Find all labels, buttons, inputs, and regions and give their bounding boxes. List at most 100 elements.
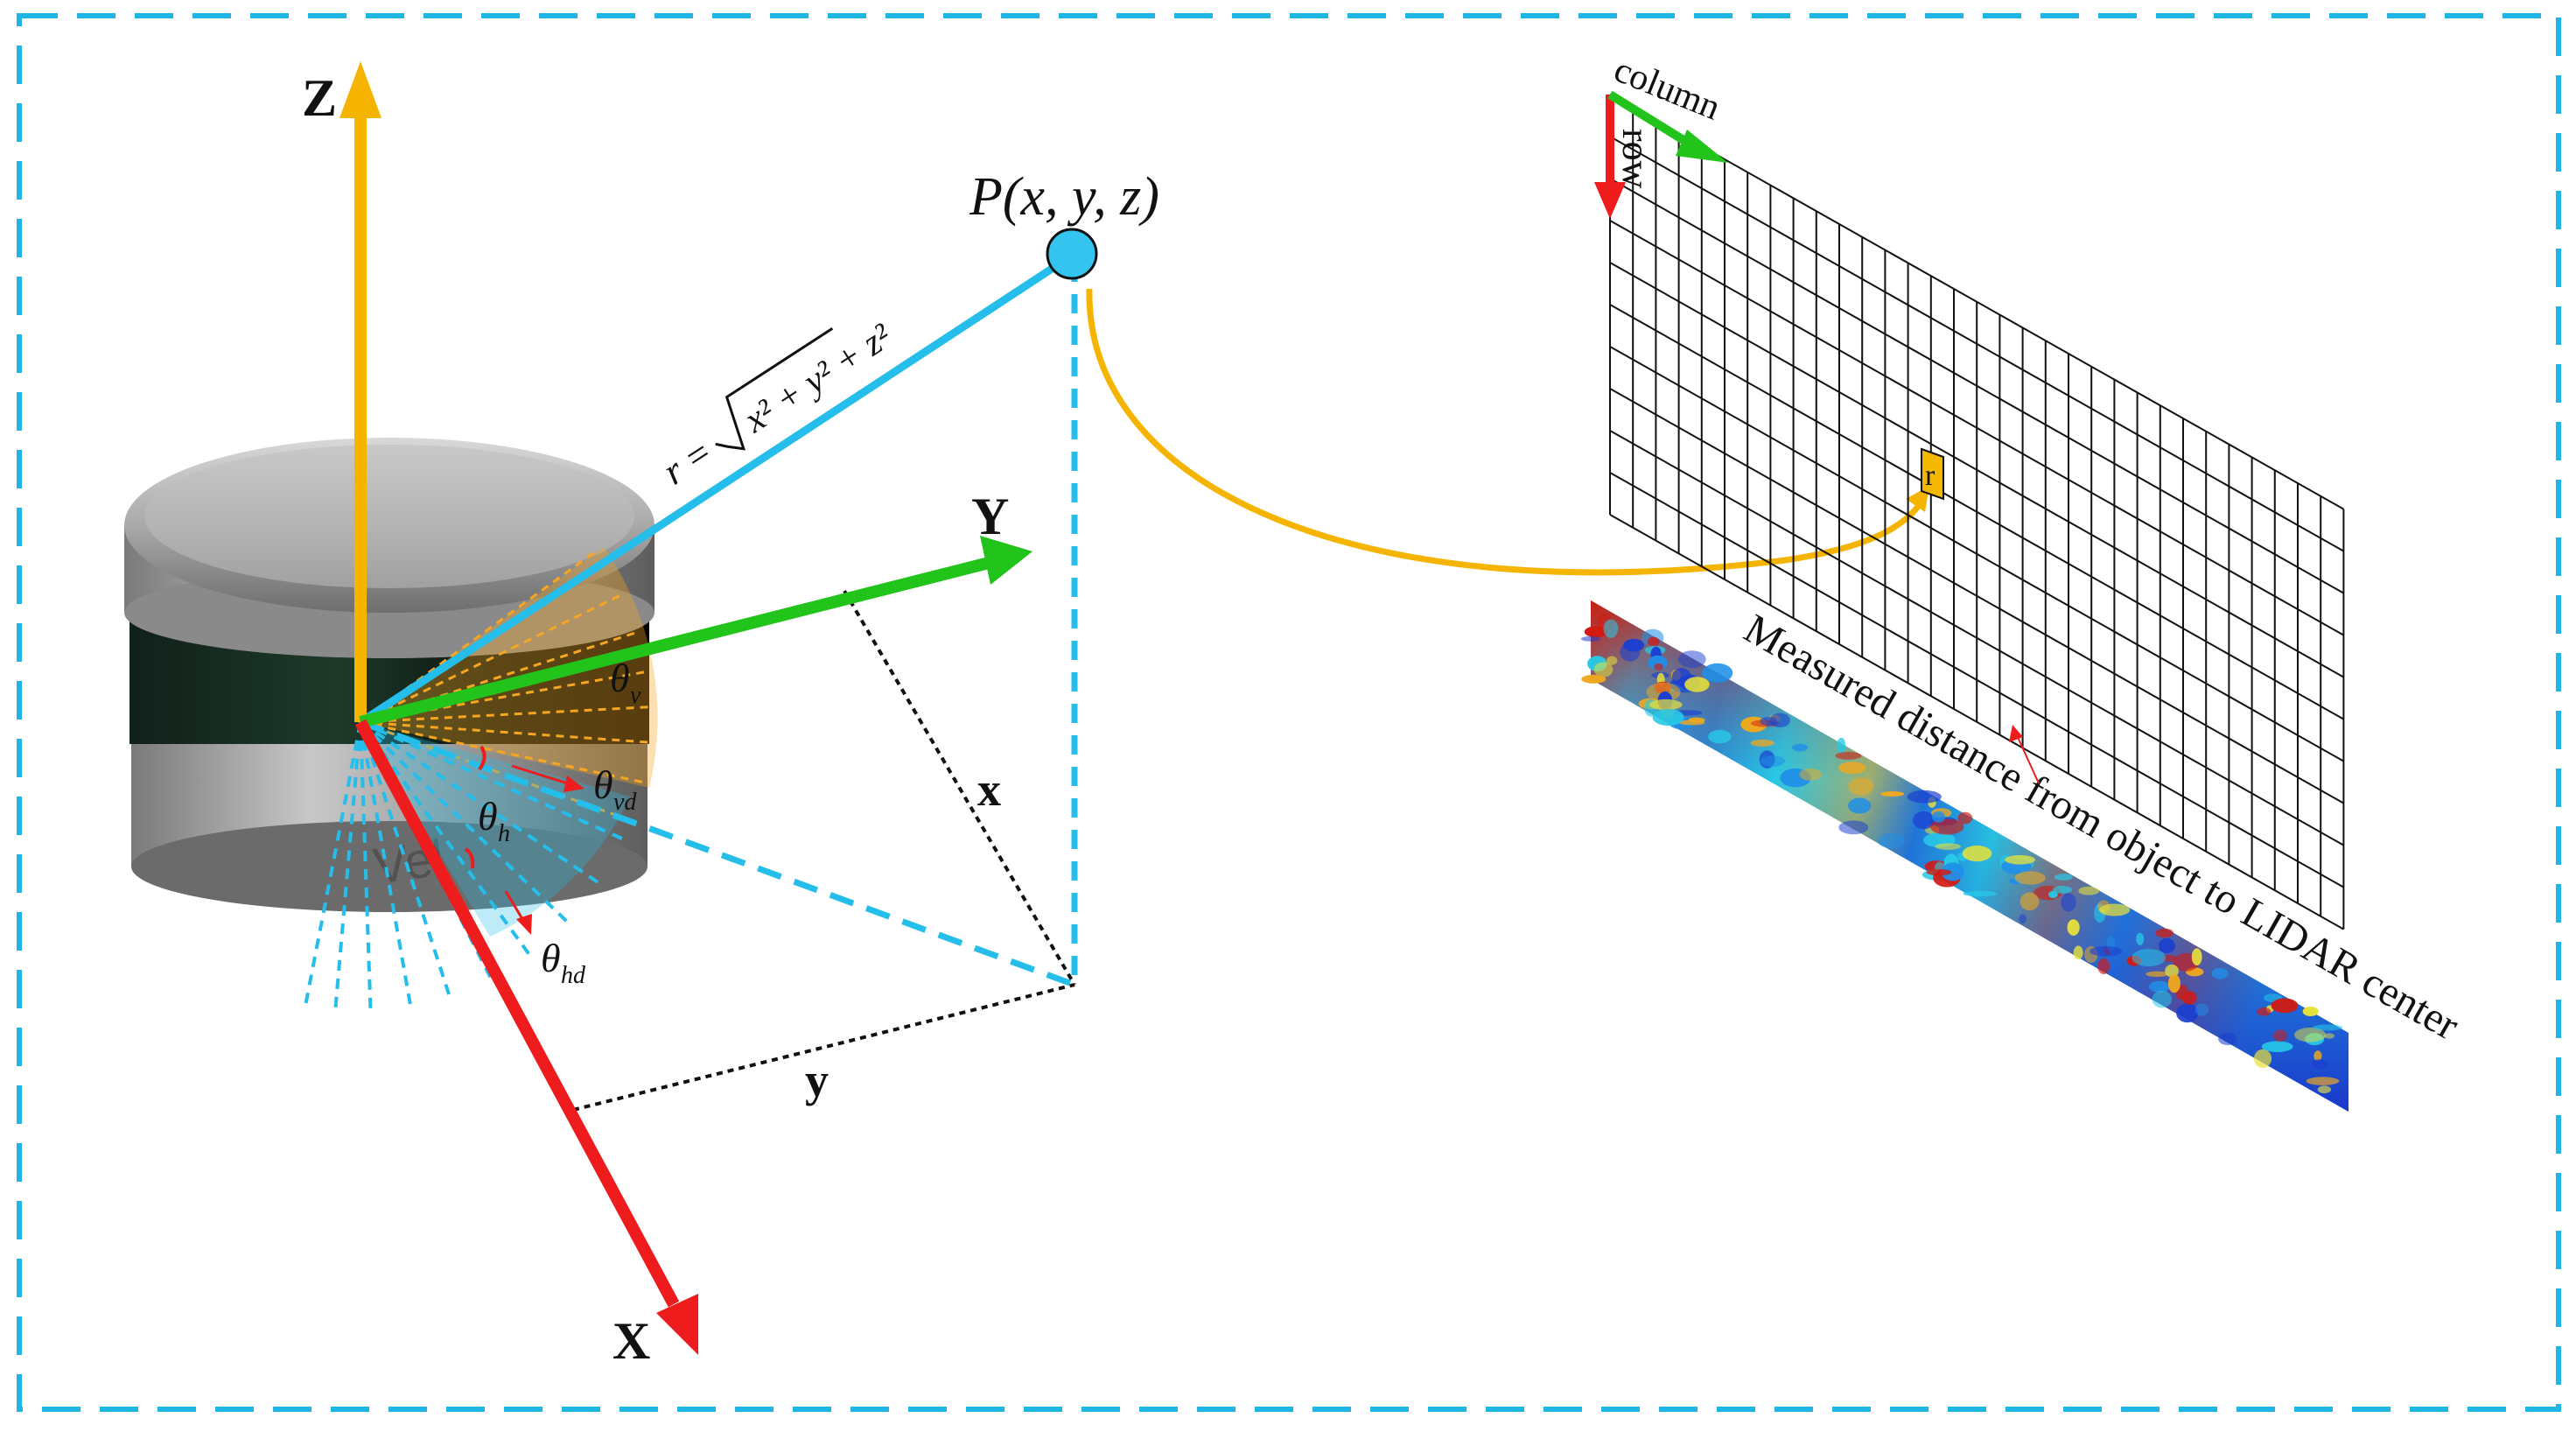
heatmap-blob (2099, 903, 2131, 916)
heatmap-blob (2073, 945, 2083, 960)
y-axis: Y (359, 488, 1032, 728)
heatmap-blob (2191, 948, 2202, 965)
heatmap-blob (1769, 712, 1790, 727)
heatmap-blob (1708, 729, 1732, 744)
depth-heatmap-strip (1580, 600, 2348, 1112)
heatmap-blob (1684, 677, 1710, 692)
heatmap-blob (2146, 971, 2169, 978)
x-axis: X (354, 719, 698, 1370)
vertical-beam-ray (360, 720, 644, 784)
heatmap-blob (1799, 769, 1822, 781)
heatmap-blob (2311, 1059, 2328, 1070)
heatmap-blob (2067, 919, 2080, 936)
caption-pointer-icon (2016, 734, 2040, 784)
heatmap-blob (1593, 662, 1614, 677)
x-component-label: x (977, 763, 1001, 816)
heatmap-blob (1935, 843, 1961, 850)
svg-text:θ: θ (610, 656, 630, 700)
heatmap-blob (2306, 1077, 2340, 1085)
heatmap-blob (1835, 752, 1862, 760)
theta-h-label: θ h (478, 794, 510, 847)
heatmap-blob (1877, 833, 1905, 849)
theta-vd-label: θ vd (593, 762, 637, 816)
heatmap-blob (2149, 980, 2170, 993)
heatmap-blob (1603, 619, 1619, 638)
heatmap-blob (2019, 914, 2026, 924)
svg-text:v: v (630, 682, 641, 709)
heatmap-blob (1848, 797, 1872, 814)
heatmap-blob (1649, 698, 1683, 711)
heatmap-blob (2161, 954, 2177, 962)
heatmap-blob (2313, 1024, 2343, 1031)
heatmap-blob (1838, 762, 1866, 775)
svg-text:θ: θ (541, 936, 561, 980)
heatmap-blob (2097, 958, 2110, 974)
heatmap-blob (2314, 1050, 2322, 1062)
vertical-beam-ray (360, 593, 621, 724)
range-formula: r = x² + y² + z² (655, 316, 900, 494)
square-root-sign (715, 326, 834, 451)
svg-text:h: h (498, 820, 510, 847)
heatmap-blob (1962, 846, 1992, 862)
horizontal-beam-fan (304, 720, 630, 1011)
y-component-label: y (805, 1054, 829, 1106)
range-cell (1921, 447, 1944, 501)
heatmap-blob (2271, 998, 2299, 1014)
heatmap-blob (2167, 973, 2180, 993)
svg-text:vd: vd (613, 789, 637, 816)
horizontal-beam-ray (333, 721, 362, 1010)
horizontal-beam-ray (359, 721, 452, 998)
heatmap-blob (1654, 663, 1663, 671)
heatmap-blob (2218, 1033, 2237, 1045)
range-cell-label: r (1925, 460, 1936, 492)
svg-text:hd: hd (561, 962, 586, 989)
heatmap-blob (1913, 811, 1936, 830)
heatmap-blob (2194, 1003, 2209, 1016)
range-formula-equals: = (677, 431, 719, 479)
z-axis: Z (302, 61, 382, 722)
heatmap-blob (2176, 1003, 2199, 1023)
angle-labels: θ v θ vd θ h θ hd (464, 656, 641, 989)
vd-arrow-icon (511, 764, 574, 787)
heatmap-blob (1760, 755, 1785, 767)
heatmap-blob (1652, 708, 1684, 727)
heatmap-blob (2211, 967, 2229, 979)
mapping-arrow (1086, 288, 1929, 576)
heatmap-blob (2159, 937, 2175, 953)
heatmap-blob (2014, 871, 2046, 885)
y-axis-label: Y (971, 488, 1009, 545)
heatmap-blob (2005, 855, 2036, 865)
heatmap-blob (1702, 663, 1733, 683)
theta-hd-label: θ hd (541, 936, 586, 989)
heatmap-blob (2165, 964, 2180, 978)
vertical-beam-ray (360, 705, 649, 724)
vd-arc-mark (478, 745, 486, 771)
heatmap-blob (1837, 737, 1846, 754)
heatmap-blob (1677, 650, 1706, 669)
heatmap-blob (2302, 1007, 2319, 1016)
heatmap-blob (1963, 891, 1998, 897)
theta-v-label: θ v (610, 656, 641, 709)
heatmap-blob (2052, 886, 2073, 894)
lidar-sensor: Vel (124, 438, 654, 912)
horizontal-beam-ray (360, 720, 626, 842)
hd-arc-mark (464, 847, 475, 869)
horizontal-beam-ray (359, 720, 601, 886)
svg-text:θ: θ (478, 794, 498, 839)
horizontal-beam-ray (359, 721, 373, 1011)
row-label: row (1614, 129, 1657, 189)
heatmap-blob (2273, 1029, 2287, 1042)
heatmap-blob (1838, 820, 1869, 835)
dashed-frame (17, 13, 2561, 1412)
point-p-label: P(x, y, z) (969, 167, 1159, 227)
heatmap-blob (2294, 1028, 2327, 1042)
heatmap-blob (1931, 811, 1946, 823)
heatmap-blob (2061, 893, 2076, 912)
projection-lines (359, 263, 1078, 1112)
heatmap-blob (2054, 874, 2073, 881)
heatmap-blob (2324, 1033, 2334, 1039)
heatmap-blob (1907, 790, 1942, 804)
heatmap-blob (2132, 949, 2166, 967)
heatmap-blob (2155, 928, 2174, 938)
